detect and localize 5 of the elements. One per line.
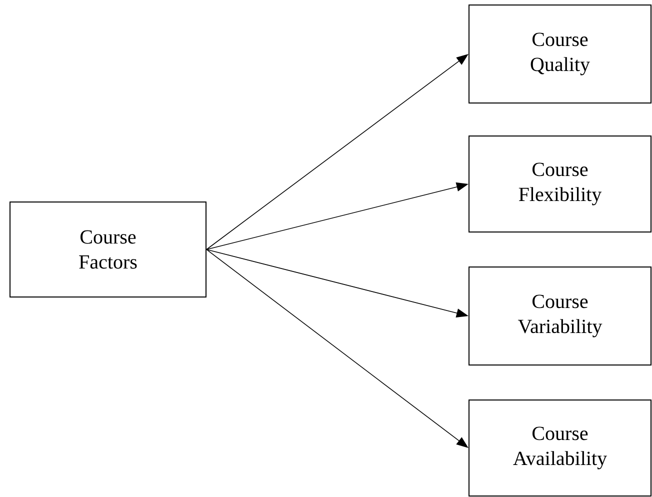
process-box: Course Quality bbox=[468, 4, 652, 104]
process-box: Course Variability bbox=[468, 266, 652, 366]
process-box: Course Availability bbox=[468, 400, 652, 496]
process-box: Course Factors bbox=[10, 202, 206, 298]
process-box: Course Flexibility bbox=[468, 136, 652, 232]
